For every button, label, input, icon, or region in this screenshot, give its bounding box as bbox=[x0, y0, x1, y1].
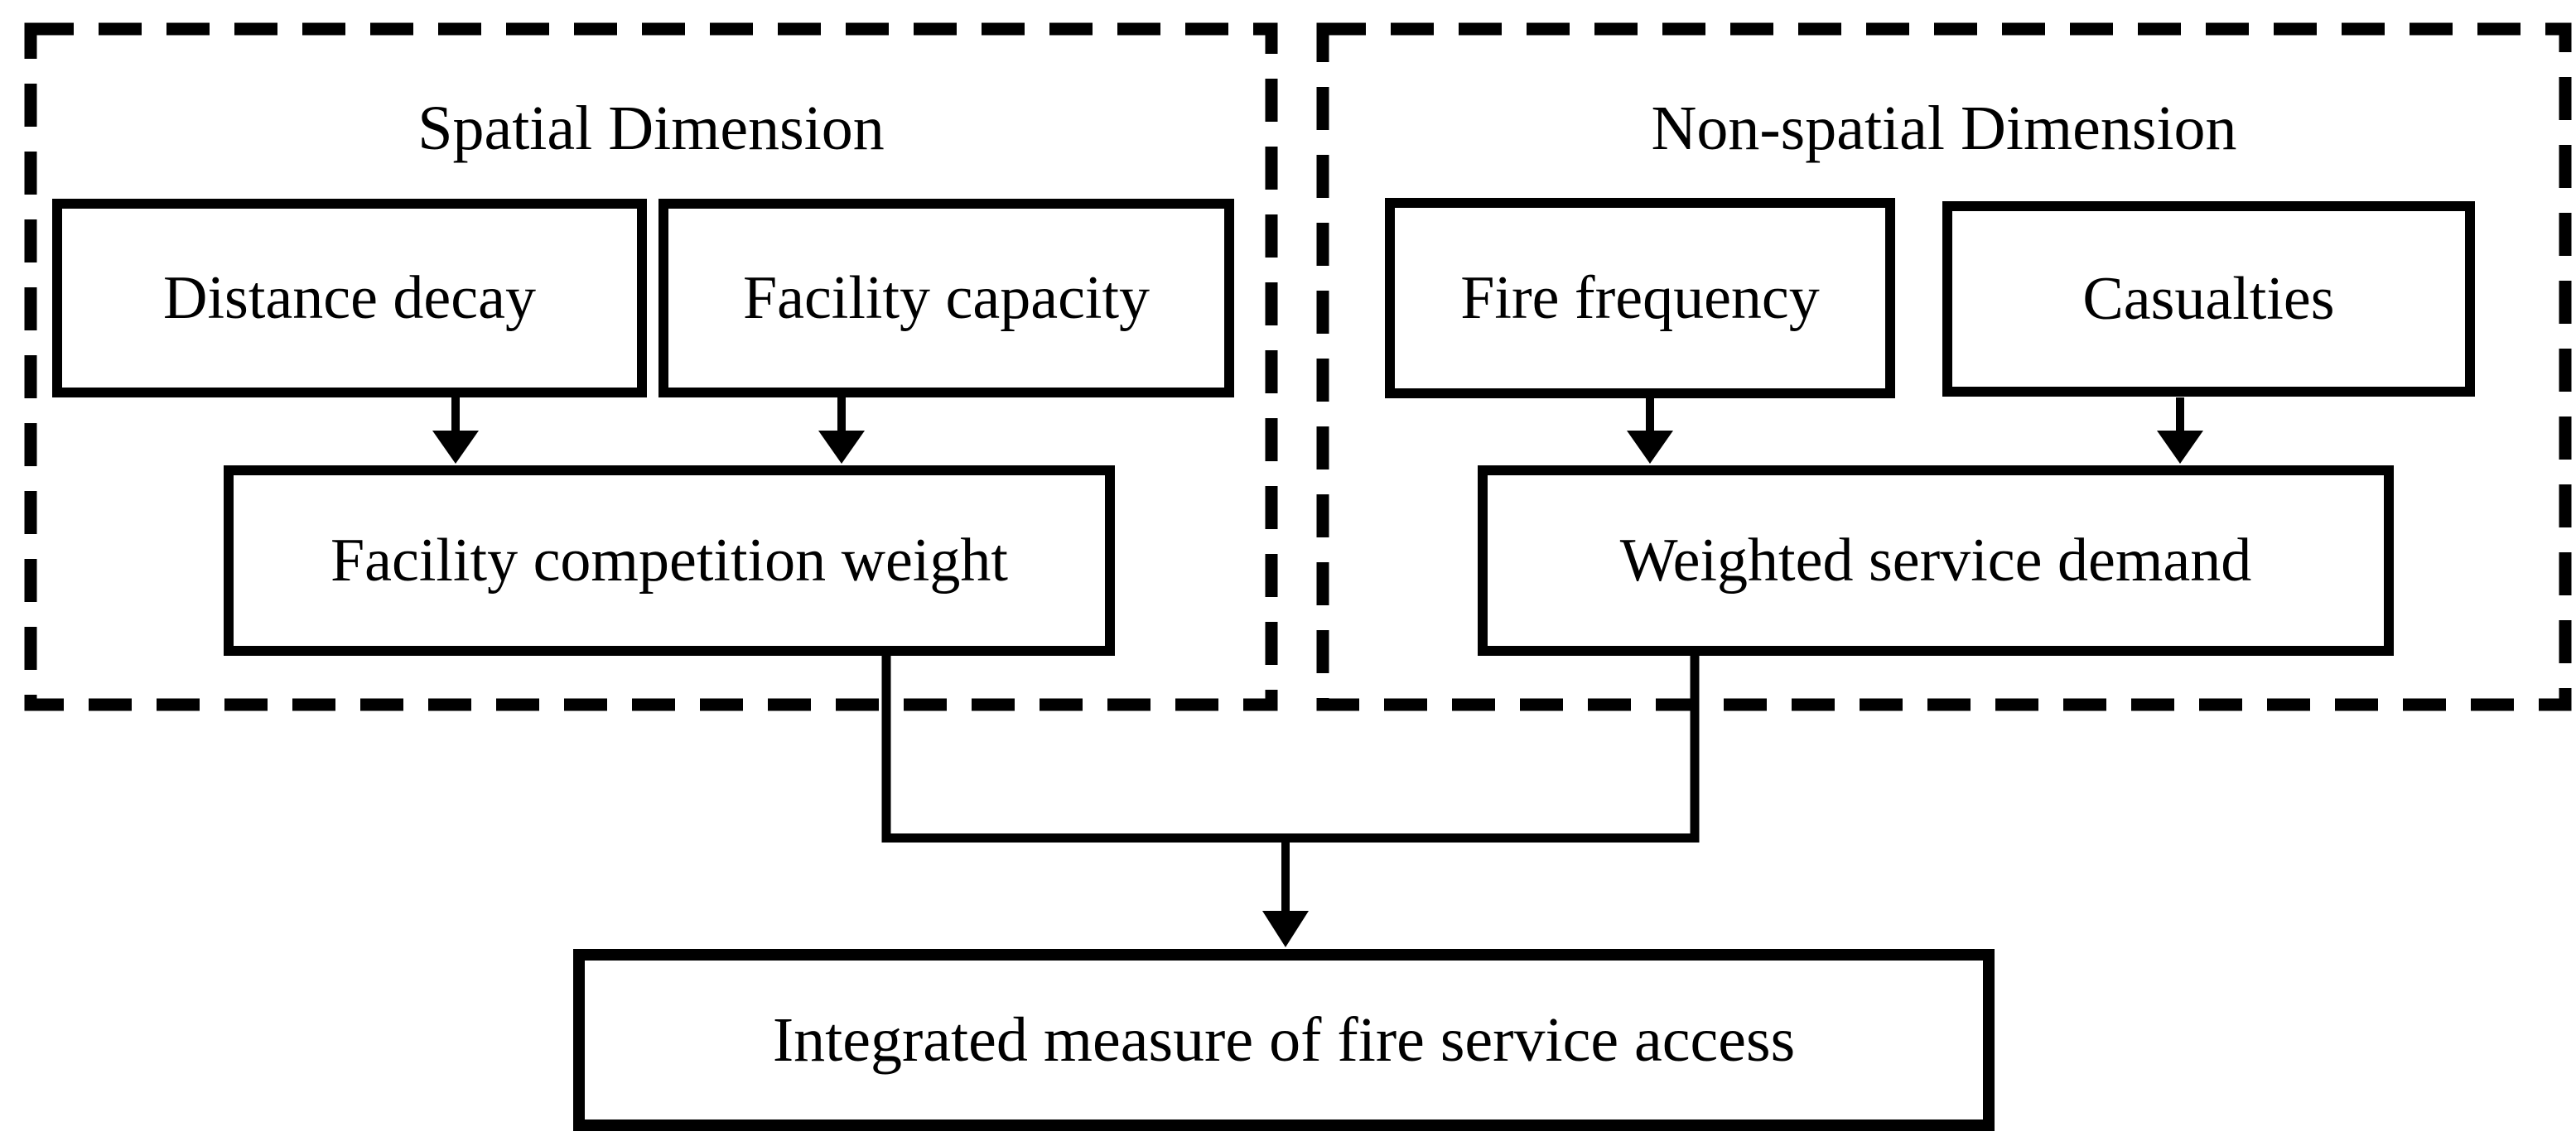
facility-capacity-box: Facility capacity bbox=[658, 199, 1234, 397]
integrated-measure-box: Integrated measure of fire service acces… bbox=[573, 949, 1995, 1131]
distance-decay-box: Distance decay bbox=[52, 199, 647, 397]
arrow-distance-decay-to-competition-weight bbox=[432, 397, 479, 464]
arrow-casualties-to-service-demand bbox=[2157, 397, 2203, 464]
spatial-dimension-dashed-border bbox=[24, 22, 1278, 711]
casualties-box: Casualties bbox=[1942, 201, 2475, 397]
weighted-service-demand-box: Weighted service demand bbox=[1478, 465, 2394, 656]
non-spatial-dimension-title: Non-spatial Dimension bbox=[1651, 93, 2237, 163]
facility-competition-weight-box: Facility competition weight bbox=[224, 465, 1115, 656]
spatial-dimension-title: Spatial Dimension bbox=[417, 93, 885, 163]
arrow-fire-frequency-to-service-demand bbox=[1627, 397, 1673, 464]
merge-connector-line bbox=[881, 654, 1700, 843]
non-spatial-dimension-dashed-border bbox=[1316, 22, 2572, 711]
arrow-facility-capacity-to-competition-weight bbox=[818, 397, 865, 464]
arrow-merge-to-integrated-measure bbox=[1262, 838, 1309, 947]
fire-frequency-box: Fire frequency bbox=[1385, 198, 1895, 398]
